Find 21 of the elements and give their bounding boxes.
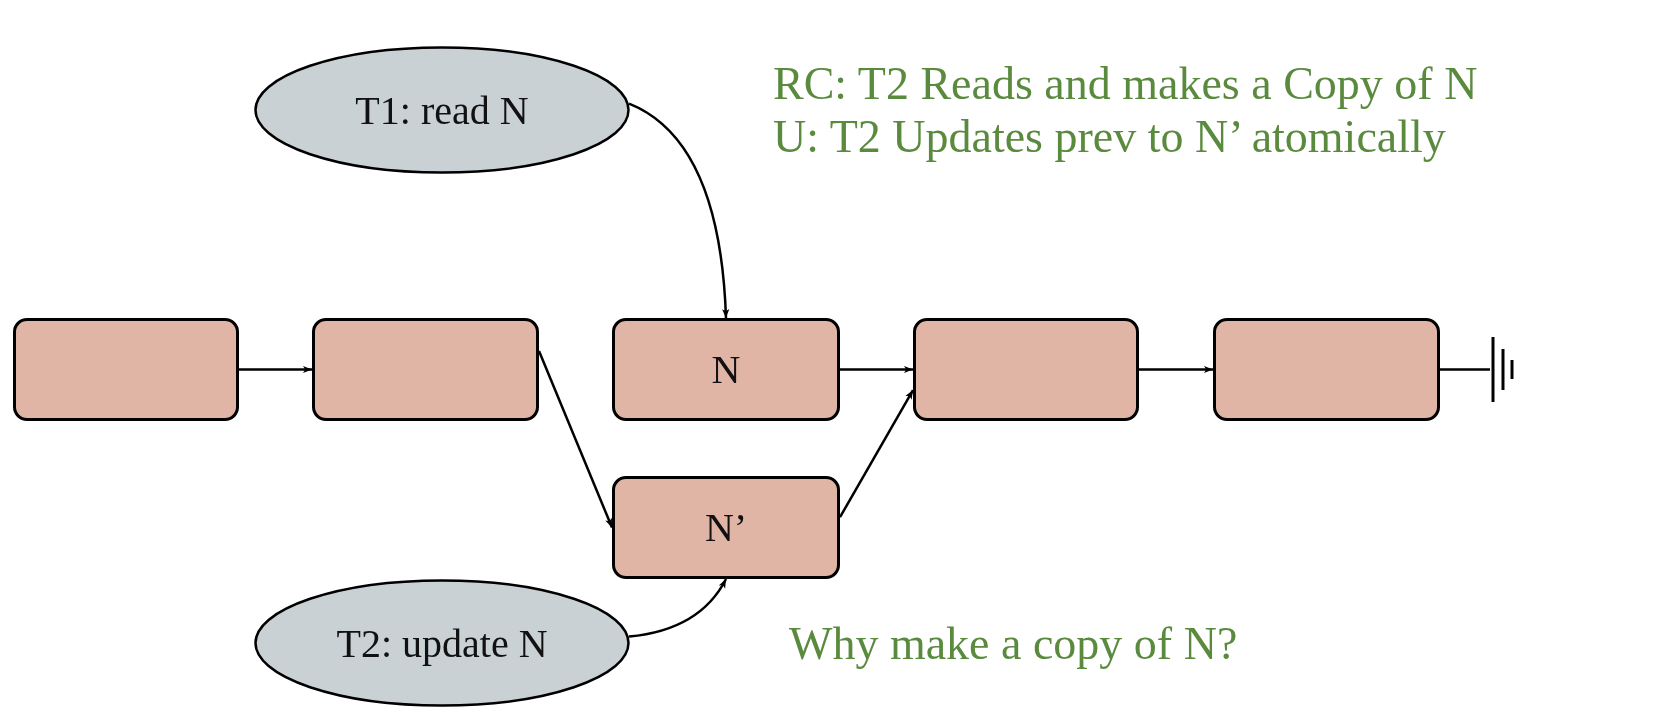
- annotation-text: U: T2 Updates prev to N’ atomically: [773, 111, 1446, 164]
- thread-label: T2: update N: [336, 619, 548, 667]
- connector-line: [1440, 368, 1490, 371]
- arrow: [838, 389, 915, 518]
- node-label: N’: [704, 504, 748, 551]
- arrow: [1139, 365, 1213, 374]
- node-label: N: [711, 346, 741, 393]
- annotation-text: RC: T2 Reads and makes a Copy of N: [773, 58, 1478, 111]
- arrow: [840, 365, 913, 374]
- list-node-box: [612, 476, 840, 579]
- empty-list-node-box: [913, 318, 1139, 421]
- arrow: [239, 365, 312, 374]
- empty-list-node-box: [312, 318, 539, 421]
- question-note: Why make a copy of N?: [789, 618, 1238, 671]
- arrow: [628, 102, 730, 319]
- empty-list-node-box: [1213, 318, 1440, 421]
- arrow: [537, 350, 614, 528]
- arrow: [628, 578, 728, 638]
- list-node-box: [612, 318, 840, 421]
- empty-list-node-box: [13, 318, 239, 421]
- thread-label: T1: read N: [355, 86, 529, 134]
